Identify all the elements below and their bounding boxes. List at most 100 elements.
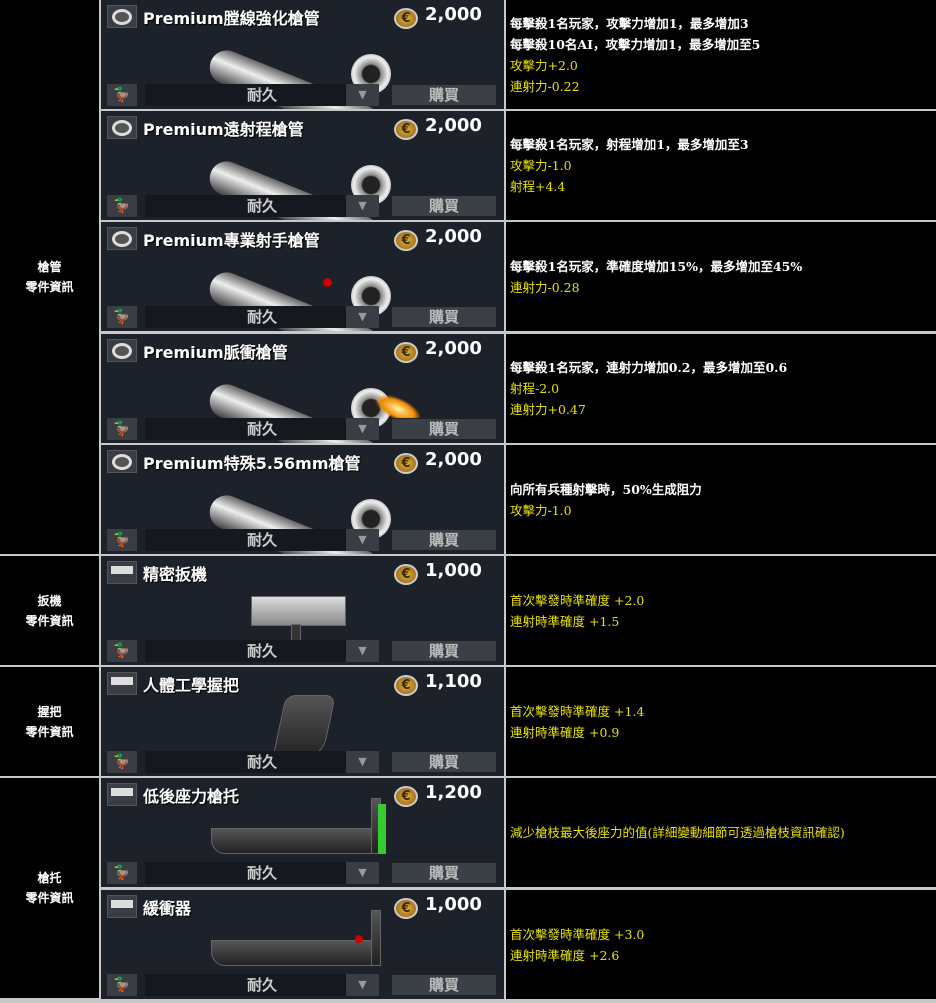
category-cell: 槍托零件資訊 (0, 778, 99, 998)
item-description: 每擊殺1名玩家，連射力增加0.2，最多增加至0.6 射程-2.0 連射力+0.47 (506, 334, 936, 443)
category-subtitle: 零件資訊 (25, 613, 74, 628)
barrel-icon (107, 227, 137, 250)
duck-icon[interactable]: 🦆 (107, 640, 137, 662)
chevron-down-icon[interactable]: ▼ (346, 529, 379, 551)
item-description: 首次擊發時準確度 +3.0 連射時準確度 +2.6 (506, 890, 936, 999)
item-card: Premium專業射手槍管€2,000🦆耐久▼購買 (101, 222, 504, 331)
category-cell: 握把零件資訊 (0, 667, 99, 776)
duck-icon[interactable]: 🦆 (107, 84, 137, 106)
barrel-icon (107, 450, 137, 473)
item-card: Premium遠射程槍管€2,000🦆耐久▼購買 (101, 111, 504, 220)
duck-icon[interactable]: 🦆 (107, 418, 137, 440)
stock-icon (107, 783, 137, 806)
chevron-down-icon[interactable]: ▼ (346, 418, 379, 440)
item-name: Premium特殊5.56mm槍管 (143, 454, 361, 473)
item-name: Premium專業射手槍管 (143, 231, 320, 250)
grip-image (272, 695, 336, 759)
item-name: 人體工學握把 (143, 676, 240, 695)
description-line: 每擊殺1名玩家，連射力增加0.2，最多增加至0.6 (510, 360, 788, 375)
item-card: Premium膛線強化槍管€2,000🦆耐久▼購買 (101, 0, 504, 109)
buy-button[interactable]: 購買 (391, 195, 497, 217)
coin-icon: € (394, 8, 418, 29)
chevron-down-icon[interactable]: ▼ (346, 306, 379, 328)
item-price: 2,000 (425, 115, 482, 136)
duck-icon[interactable]: 🦆 (107, 862, 137, 884)
duck-icon[interactable]: 🦆 (107, 306, 137, 328)
part-glyph (111, 787, 133, 796)
buy-button[interactable]: 購買 (391, 751, 497, 773)
durability-select[interactable]: 耐久 (145, 418, 379, 440)
description-line: 連射時準確度 +0.9 (510, 724, 620, 740)
item-price: 1,000 (425, 560, 482, 581)
item-name: Premium膛線強化槍管 (143, 9, 320, 28)
duck-icon[interactable]: 🦆 (107, 529, 137, 551)
item-description: 首次擊發時準確度 +2.0 連射時準確度 +1.5 (506, 556, 936, 665)
description-line: 攻擊力-1.0 (510, 502, 572, 518)
buy-button[interactable]: 購買 (391, 640, 497, 662)
category-title: 握把 (37, 704, 62, 719)
item-price: 1,100 (425, 671, 482, 692)
description-line: 攻擊力+2.0 (510, 57, 578, 73)
chevron-down-icon[interactable]: ▼ (346, 84, 379, 106)
description-line: 每擊殺1名玩家，準確度增加15%，最多增加至45% (510, 258, 803, 274)
item-name: 緩衝器 (143, 899, 192, 918)
durability-select[interactable]: 耐久 (145, 529, 379, 551)
coin-icon: € (394, 675, 418, 696)
durability-select[interactable]: 耐久 (145, 862, 379, 884)
coin-icon: € (394, 230, 418, 251)
coin-icon: € (394, 564, 418, 585)
item-description: 減少槍枝最大後座力的值(詳細變動細節可透過槍枝資訊確認) (506, 778, 936, 887)
durability-select[interactable]: 耐久 (145, 974, 379, 996)
chevron-down-icon[interactable]: ▼ (346, 751, 379, 773)
durability-select[interactable]: 耐久 (145, 84, 379, 106)
coin-icon: € (394, 786, 418, 807)
ring-glyph (112, 342, 132, 359)
description-line: 首次擊發時準確度 +2.0 (510, 592, 645, 608)
item-card: 精密扳機€1,000🦆耐久▼購買 (101, 556, 504, 665)
description-line: 連射時準確度 +2.6 (510, 947, 620, 963)
chevron-down-icon[interactable]: ▼ (346, 974, 379, 996)
description-line: 連射時準確度 +1.5 (510, 613, 620, 629)
duck-icon[interactable]: 🦆 (107, 751, 137, 773)
duck-icon[interactable]: 🦆 (107, 195, 137, 217)
item-name: Premium遠射程槍管 (143, 120, 304, 139)
red-dot (355, 935, 363, 943)
buy-button[interactable]: 購買 (391, 84, 497, 106)
item-price: 2,000 (425, 338, 482, 359)
duck-icon[interactable]: 🦆 (107, 974, 137, 996)
category-subtitle: 零件資訊 (25, 891, 74, 905)
trigger-icon (107, 561, 137, 584)
buy-button[interactable]: 購買 (391, 974, 497, 996)
durability-select[interactable]: 耐久 (145, 195, 379, 217)
chevron-down-icon[interactable]: ▼ (346, 195, 379, 217)
item-price: 1,200 (425, 782, 482, 803)
category-cell: 槍管零件資訊 (0, 0, 99, 554)
item-card: 人體工學握把 €1,100 🦆 耐久▼ 購買 (101, 667, 504, 776)
part-glyph (111, 676, 133, 685)
chevron-down-icon[interactable]: ▼ (346, 862, 379, 884)
item-card: 低後座力槍托 €1,200 🦆 耐久▼ 購買 (101, 778, 504, 887)
durability-select[interactable]: 耐久 (145, 751, 379, 773)
buy-button[interactable]: 購買 (391, 306, 497, 328)
barrel-icon (107, 339, 137, 362)
category-cell: 扳機零件資訊 (0, 556, 99, 665)
category-title: 扳機 (37, 593, 62, 608)
part-glyph (111, 565, 133, 574)
barrel-icon (107, 116, 137, 139)
item-name: 低後座力槍托 (143, 787, 240, 806)
durability-select[interactable]: 耐久 (145, 306, 379, 328)
category-title: 槍管 (37, 260, 62, 274)
description-line: 射程-2.0 (510, 381, 560, 396)
description-line: 首次擊發時準確度 +3.0 (510, 926, 645, 942)
item-price: 2,000 (425, 449, 482, 470)
chevron-down-icon[interactable]: ▼ (346, 640, 379, 662)
buy-button[interactable]: 購買 (391, 529, 497, 551)
buy-button[interactable]: 購買 (391, 418, 497, 440)
item-name: Premium脈衝槍管 (143, 343, 288, 362)
buy-button[interactable]: 購買 (391, 862, 497, 884)
description-line: 連射力+0.47 (510, 402, 586, 417)
part-glyph (111, 899, 133, 908)
durability-select[interactable]: 耐久 (145, 640, 379, 662)
